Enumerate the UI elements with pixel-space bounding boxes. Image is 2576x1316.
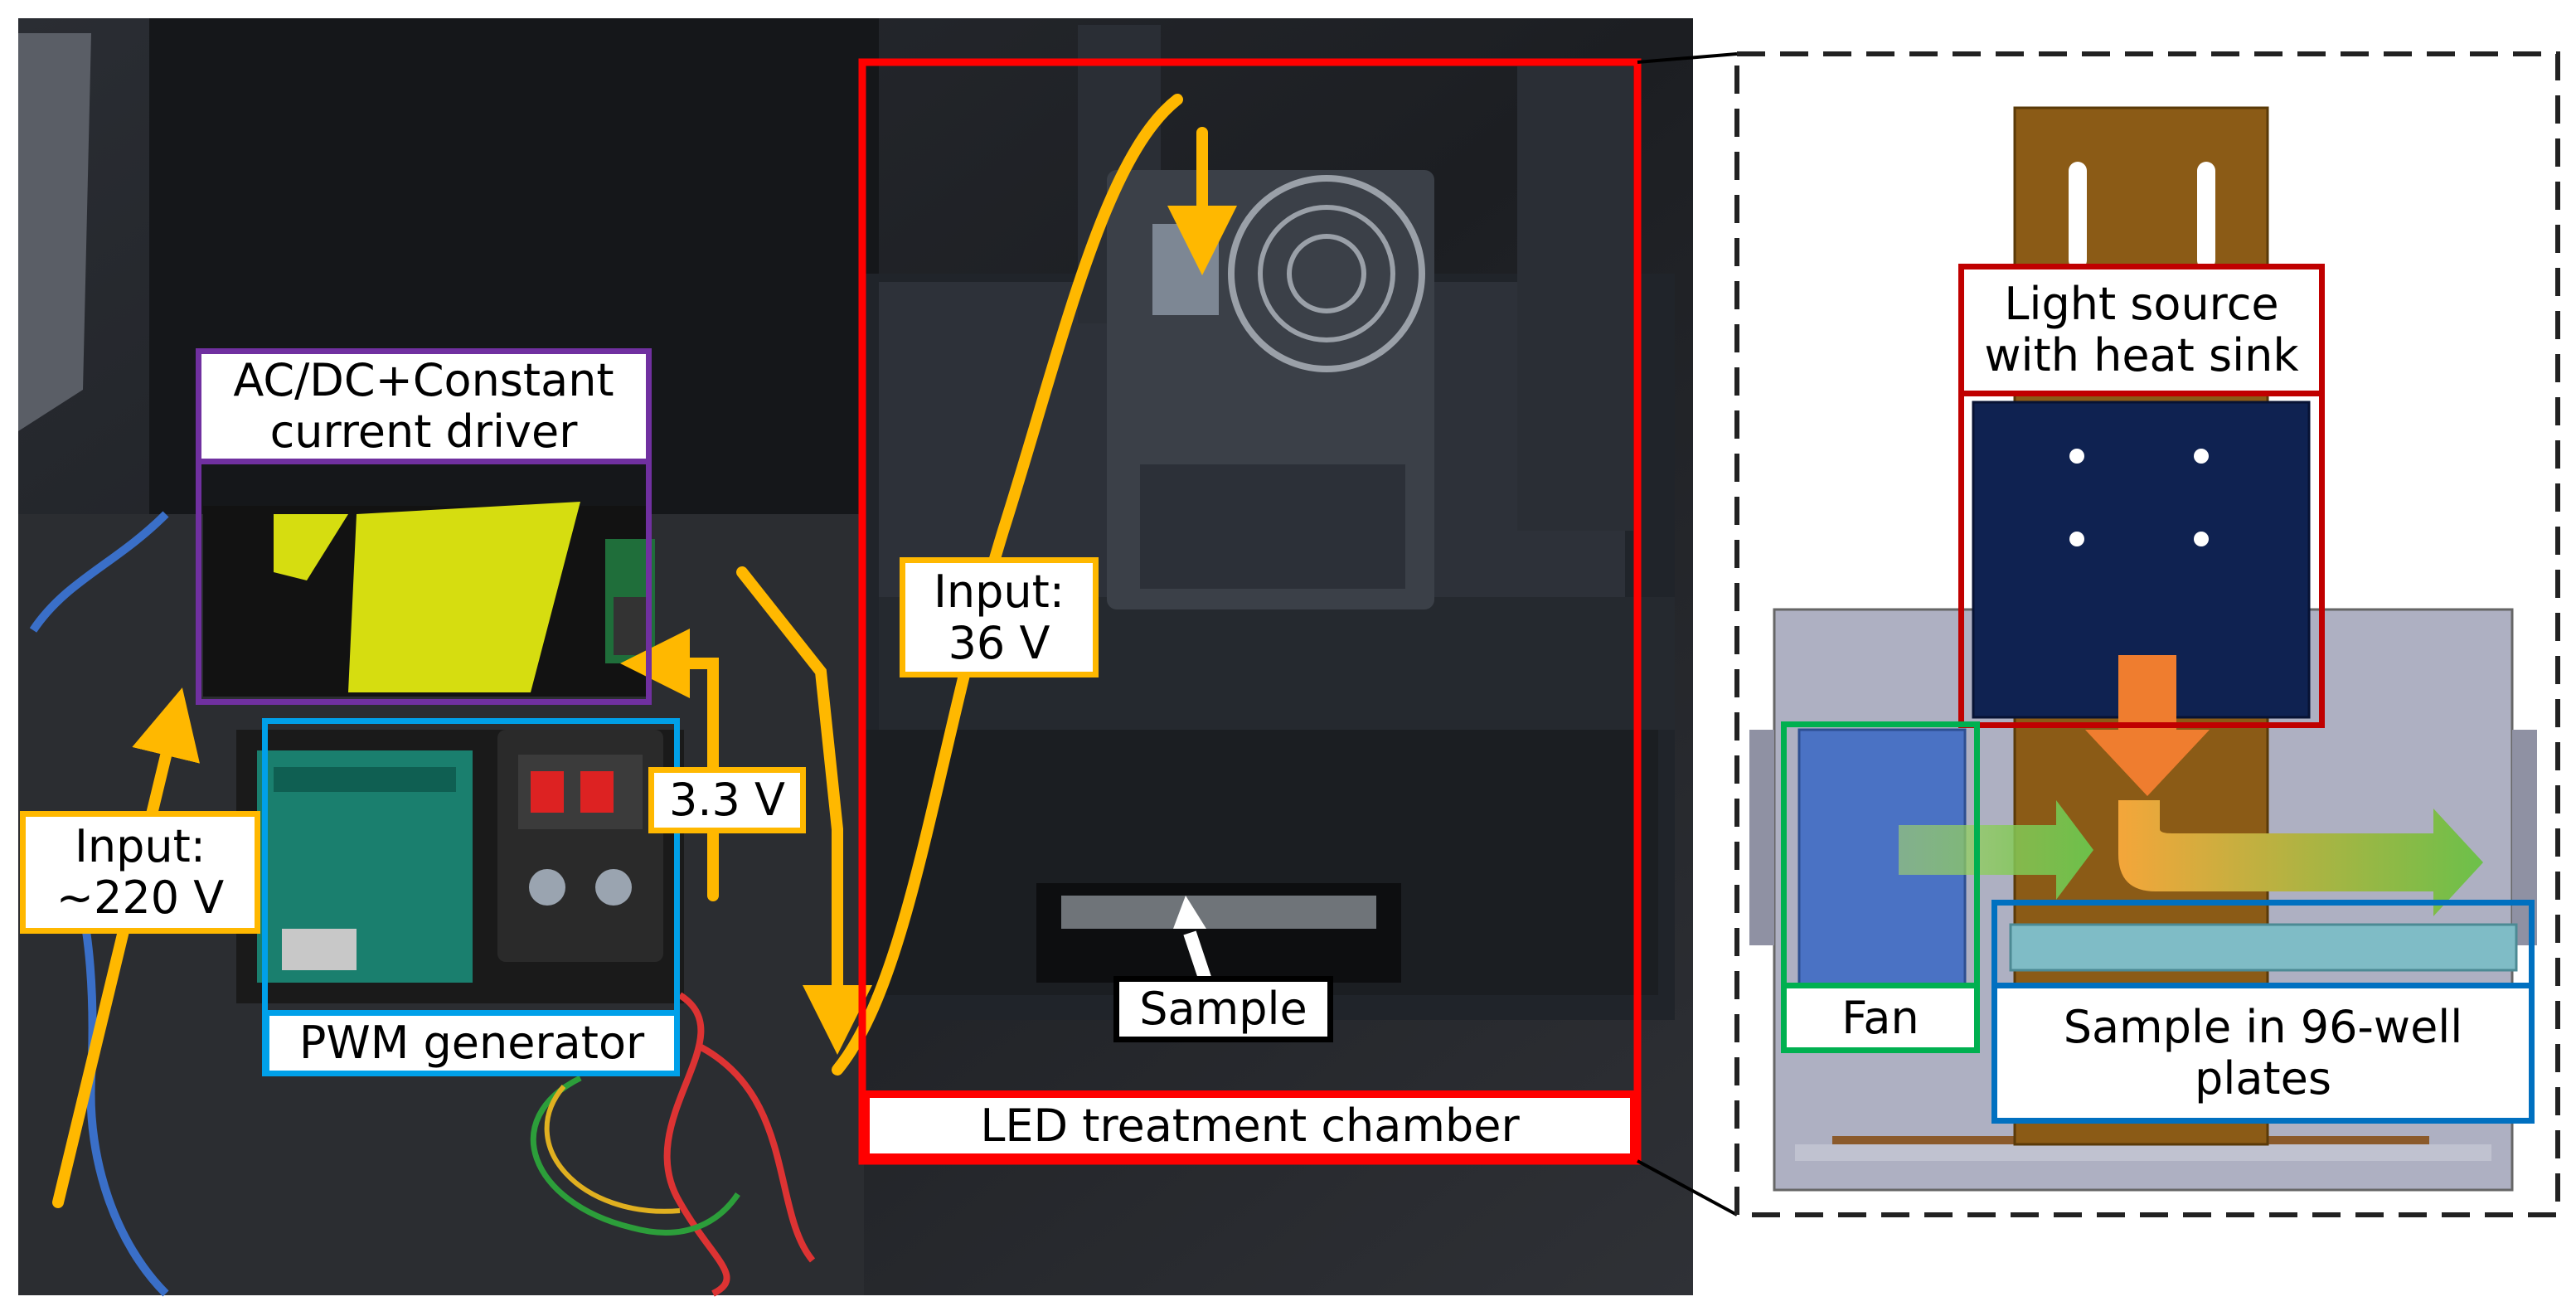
knob-left — [529, 869, 565, 906]
pwm-generator-device — [236, 730, 684, 1003]
label-220-line1: Input: — [74, 820, 206, 872]
db-connector — [1152, 224, 1219, 315]
arrow-36v — [832, 94, 1183, 1076]
pwm-frame — [262, 718, 680, 1076]
label-fan: Fan — [1781, 983, 1980, 1053]
wire-to-chamber — [736, 566, 872, 1055]
label-33v-text: 3.3 V — [669, 774, 785, 826]
led-chamber-device — [862, 25, 1675, 1020]
cad-plate — [2009, 923, 2518, 972]
chamber-frame — [858, 58, 1642, 1165]
label-acdc-line2: current driver — [269, 405, 578, 458]
label-light-line1: Light source — [2004, 278, 2279, 330]
label-36v-line1: Input: — [933, 565, 1065, 618]
sample-arrow — [1173, 896, 1213, 985]
orange-power-paths — [52, 94, 1237, 1208]
photo-panel — [18, 18, 1693, 1297]
laptop — [18, 33, 91, 431]
label-input-220v: Input: ~220 V — [20, 811, 260, 934]
zoom-connectors — [1637, 52, 1738, 1216]
label-3-3v: 3.3 V — [648, 767, 806, 833]
arrow-220v — [52, 687, 200, 1208]
label-36v-line2: 36 V — [948, 616, 1050, 669]
cad-airflow-left — [1899, 800, 2093, 900]
label-sample96-line1: Sample in 96-well — [2063, 1001, 2463, 1053]
label-220-line2: ~220 V — [56, 872, 225, 924]
light-source-frame — [1958, 264, 2325, 728]
lower-cables — [663, 992, 816, 1297]
label-input-36v: Input: 36 V — [900, 557, 1099, 677]
label-chamber-text: LED treatment chamber — [980, 1099, 1520, 1152]
label-sample: Sample — [1113, 976, 1333, 1042]
label-acdc-line1: AC/DC+Constant — [233, 354, 614, 406]
cad-airflow-right — [2118, 800, 2483, 916]
knob-right — [595, 869, 632, 906]
chamber-post — [1517, 66, 1633, 531]
label-sample96-line2: plates — [2195, 1052, 2331, 1105]
label-sample-text: Sample — [1139, 983, 1307, 1035]
label-fan-text: Fan — [1841, 991, 1919, 1044]
acdc-frame — [196, 348, 652, 705]
label-led-chamber: LED treatment chamber — [862, 1090, 1637, 1161]
label-pwm-text: PWM generator — [298, 1017, 645, 1069]
label-light-line2: with heat sink — [1984, 329, 2299, 381]
label-sample-96: Sample in 96-well plates — [1991, 983, 2535, 1124]
acdc-driver-device — [203, 502, 655, 697]
